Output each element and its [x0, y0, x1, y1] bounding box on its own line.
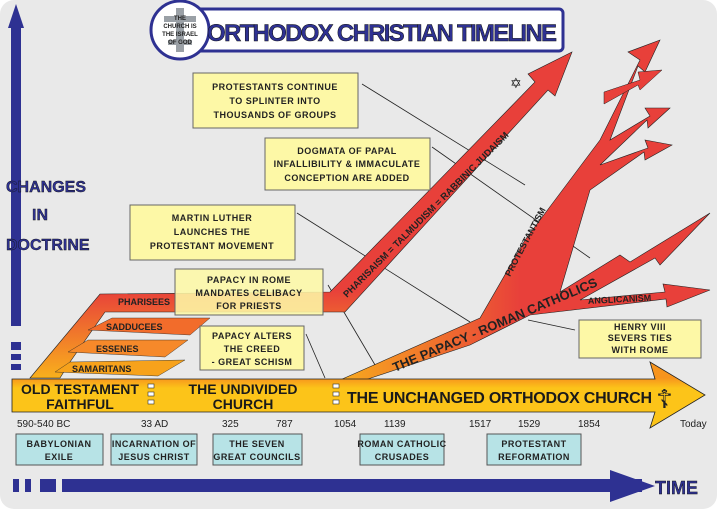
event-boxes: BABYLONIAN EXILE INCARNATION OF JESUS CH… — [15, 433, 582, 466]
era-orthodox-church: THE UNCHANGED ORTHODOX CHURCH — [347, 390, 652, 407]
callout-martin-luther: MARTIN LUTHER LAUNCHES THE PROTESTANT MO… — [129, 204, 296, 261]
event-line: REFORMATION — [498, 452, 570, 462]
sect-samaritans: SAMARITANS — [72, 364, 131, 374]
event-line: EXILE — [45, 452, 74, 462]
seal-line: THE — [174, 16, 186, 22]
time-axis-arrow — [13, 470, 655, 502]
callout-papal-dogmata: DOGMATA OF PAPAL INFALLIBILITY & IMMACUL… — [264, 137, 431, 191]
anglicanism-label: ANGLICANISM — [588, 293, 652, 306]
event-line: JESUS CHRIST — [118, 452, 190, 462]
callout-line: - GREAT SCHISM — [212, 357, 293, 367]
orthodox-cross-icon — [164, 8, 196, 52]
date-label: 325 — [222, 419, 239, 430]
orthodox-main-arrow: OLD TESTAMENT FAITHFUL THE UNDIVIDED CHU… — [11, 361, 706, 429]
event-reformation: PROTESTANT REFORMATION — [486, 433, 582, 466]
star-of-david-icon: ✡ — [510, 75, 522, 91]
date-label: 1854 — [578, 419, 601, 430]
seal-text: THE CHURCH IS THE ISRAEL OF GOD — [162, 16, 198, 46]
callout-line: PROTESTANT MOVEMENT — [150, 241, 274, 251]
seal-line: THE ISRAEL — [162, 32, 198, 38]
callout-line: WITH ROME — [612, 345, 669, 355]
date-label: Today — [680, 419, 707, 430]
callout-protestant-splinter: PROTESTANTS CONTINUE TO SPLINTER INTO TH… — [192, 72, 359, 129]
doctrine-axis-arrow — [8, 4, 24, 370]
date-label: 787 — [276, 419, 293, 430]
callout-line: DOGMATA OF PAPAL — [297, 146, 397, 156]
y-label-line: CHANGES — [6, 179, 86, 196]
callout-line: THOUSANDS OF GROUPS — [213, 110, 336, 120]
sect-pharisees: PHARISEES — [118, 297, 170, 307]
sect-sadducees: SADDUCEES — [106, 322, 163, 332]
event-line: BABYLONIAN — [27, 439, 92, 449]
callout-henry-viii: HENRY VIII SEVERS TIES WITH ROME — [578, 319, 702, 359]
callout-great-schism: PAPACY ALTERS THE CREED - GREAT SCHISM — [199, 325, 305, 371]
callout-line: TO SPLINTER INTO — [229, 96, 320, 106]
callout-line: PAPACY IN ROME — [207, 275, 291, 285]
callout-line: HENRY VIII — [614, 322, 666, 332]
era-separator — [147, 383, 340, 405]
orthodox-cross-icon: ☦ — [656, 384, 673, 414]
callout-line: PROTESTANTS CONTINUE — [212, 82, 338, 92]
era-undivided-church: THE UNDIVIDED — [189, 381, 298, 397]
seal-line: CHURCH IS — [163, 24, 196, 30]
event-seven-councils: THE SEVEN GREAT COUNCILS — [212, 433, 303, 466]
event-line: GREAT COUNCILS — [213, 452, 300, 462]
date-label: 1529 — [518, 419, 541, 430]
callout-line: THE CREED — [224, 344, 281, 354]
sect-essenes: ESSENES — [96, 344, 139, 354]
x-axis-label: TIME — [655, 478, 698, 498]
event-line: THE SEVEN — [229, 439, 285, 449]
era-old-testament: OLD TESTAMENT — [21, 381, 139, 397]
event-line: PROTESTANT — [501, 439, 566, 449]
sect-labels: PHARISEES SADDUCEES ESSENES SAMARITANS — [72, 297, 170, 374]
date-row: 590-540 BC 33 AD 325 787 1054 1139 1517 … — [17, 419, 707, 430]
callout-line: MARTIN LUTHER — [172, 213, 253, 223]
callout-line: PAPACY ALTERS — [212, 331, 292, 341]
callout-line: CONCEPTION ARE ADDED — [284, 173, 409, 183]
seal-line: OF GOD — [168, 40, 192, 46]
event-line: ROMAN CATHOLIC — [357, 439, 446, 449]
callout-line: SEVERS TIES — [608, 333, 673, 343]
callouts: PROTESTANTS CONTINUE TO SPLINTER INTO TH… — [129, 72, 702, 371]
y-label-line: IN — [32, 207, 48, 224]
date-label: 1054 — [334, 419, 357, 430]
title-banner: THE CHURCH IS THE ISRAEL OF GOD ORTHODOX… — [149, 0, 565, 61]
event-incarnation: INCARNATION OF JESUS CHRIST — [110, 433, 198, 466]
callout-line: LAUNCHES THE — [174, 227, 251, 237]
callout-line: INFALLIBILITY & IMMACULATE — [274, 159, 421, 169]
y-axis-label: CHANGES IN DOCTRINE — [6, 179, 90, 254]
y-label-line: DOCTRINE — [6, 237, 90, 254]
callout-line: MANDATES CELIBACY — [195, 288, 302, 298]
event-crusades: ROMAN CATHOLIC CRUSADES — [357, 433, 446, 466]
event-babylonian-exile: BABYLONIAN EXILE — [15, 433, 104, 466]
event-line: CRUSADES — [375, 452, 430, 462]
callout-celibacy: PAPACY IN ROME MANDATES CELIBACY FOR PRI… — [174, 268, 324, 316]
callout-line: FOR PRIESTS — [216, 301, 282, 311]
era-undivided-church: CHURCH — [213, 396, 274, 412]
page-title: ORTHODOX CHRISTIAN TIMELINE — [207, 20, 557, 47]
event-line: INCARNATION OF — [112, 439, 196, 449]
date-label: 33 AD — [141, 419, 168, 430]
date-label: 590-540 BC — [17, 419, 70, 430]
era-old-testament: FAITHFUL — [46, 396, 114, 412]
date-label: 1517 — [469, 419, 492, 430]
date-label: 1139 — [384, 419, 406, 430]
